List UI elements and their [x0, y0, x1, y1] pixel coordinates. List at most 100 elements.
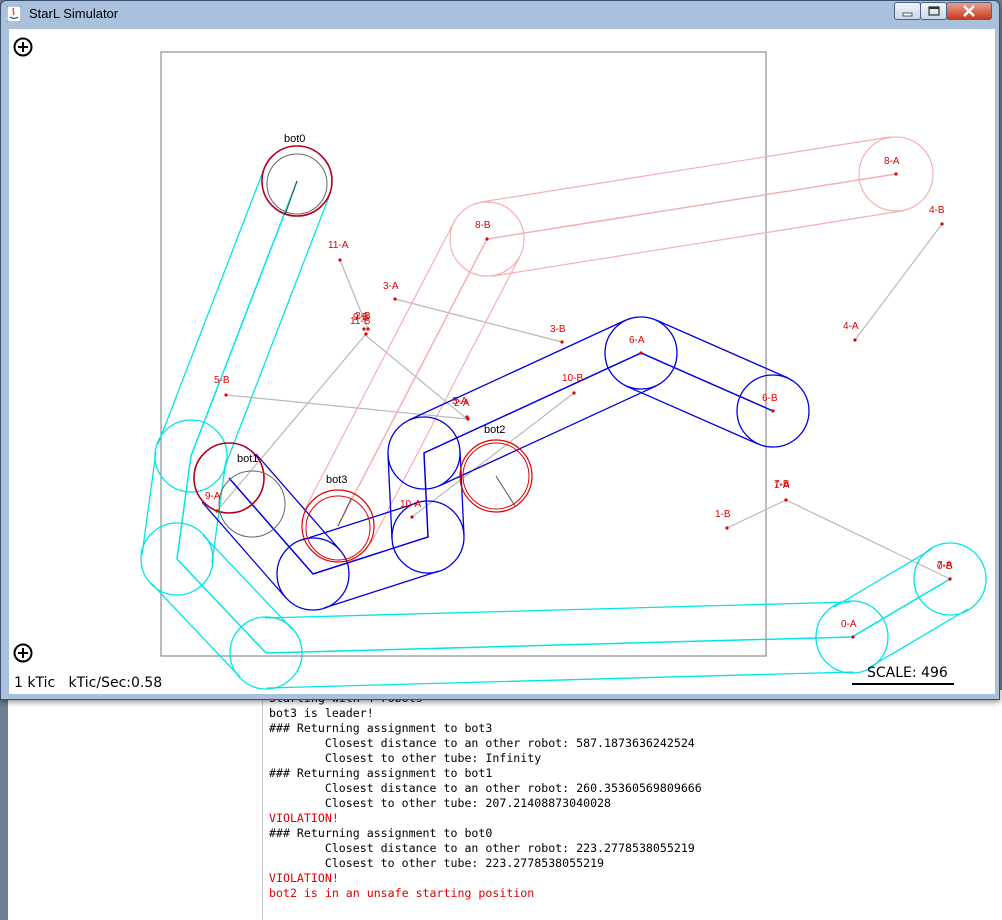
bot3-inner [305, 495, 371, 561]
robot-bot0[interactable]: bot0 [261, 133, 333, 217]
bot0-tube-edge [264, 601, 852, 619]
robot-bot3[interactable]: bot3 [301, 474, 375, 563]
waypoint-7-A-label: 7-A [937, 560, 953, 571]
waypoint-dot [948, 577, 952, 581]
bot1-tube-edge [201, 501, 287, 599]
console-line: ### Returning assignment to bot0 [269, 826, 493, 840]
bot2-heading [495, 475, 516, 507]
bot1-tube-edge [255, 453, 341, 551]
minimize-icon [902, 12, 913, 17]
bot1-tube-edge [625, 385, 759, 445]
bot0-tube-edge [150, 582, 241, 678]
console-line: Closest distance to an other robot: 587.… [269, 736, 695, 750]
console-line: Closest to other tube: Infinity [269, 751, 542, 765]
console-line: bot3 is leader! [269, 706, 374, 720]
waypoint-8-B-label: 8-B [475, 220, 491, 231]
waypoint-dot [771, 409, 775, 413]
bot3-tube-edge [370, 255, 521, 544]
connector-3 [394, 298, 563, 343]
bot0-tube-node [815, 600, 889, 674]
waypoint-dot [366, 327, 370, 331]
maximize-button[interactable] [920, 2, 947, 20]
waypoint-8-A-label: 8-A [884, 156, 900, 167]
console-line: ### Returning assignment to bot3 [269, 721, 493, 735]
zoom-out-button[interactable] [13, 643, 33, 663]
robot-bot2[interactable]: bot2 [459, 424, 533, 513]
console-line-violation: VIOLATION! [269, 811, 339, 825]
bot3-heading [337, 498, 352, 527]
ktic-rate: kTic/Sec:0.58 [68, 675, 163, 691]
connector-11 [339, 259, 369, 330]
scale-bar [852, 683, 954, 685]
waypoint-0-B-label: 0-B [937, 561, 953, 572]
bot0-tube-node [154, 419, 228, 493]
bot0-tube-edge [223, 193, 331, 470]
bot1-tube-node [276, 537, 350, 611]
bot3-label: bot3 [326, 474, 347, 486]
connector-7 [785, 499, 951, 580]
waypoint-3-B-label: 3-B [550, 324, 566, 335]
waypoint-dot [784, 498, 788, 502]
bot0-tube-node [140, 522, 214, 596]
scale-label: SCALE: 496 [867, 665, 948, 681]
simulation-scene: bot0 bot1 bot2 bot3 0-A [140, 51, 987, 690]
simulation-canvas[interactable]: bot0 bot1 bot2 bot3 0-A [9, 29, 995, 694]
waypoint-9-A-label: 9-A [205, 491, 221, 502]
waypoint-4-B-label: 4-B [929, 205, 945, 216]
waypoint-1-B-label: 1-B [715, 509, 731, 520]
waypoint-11-B-label: 11-B [350, 316, 371, 327]
close-button[interactable] [946, 2, 992, 20]
simulator-window: StarL Simulator [0, 0, 1000, 700]
bot1-tube-edge [655, 319, 789, 379]
waypoint-dot [393, 297, 397, 301]
arena-boundary [160, 51, 767, 657]
waypoint-dot [410, 515, 414, 519]
window-title: StarL Simulator [29, 6, 119, 21]
waypoint-dot [338, 258, 342, 262]
bot1-tube-edge [323, 570, 440, 609]
connector-9 [216, 333, 367, 512]
waypoint-dot [725, 526, 729, 530]
connector-4 [854, 223, 943, 341]
bot0-path-tube [140, 168, 987, 690]
console-line-violation: VIOLATION! [269, 871, 339, 885]
connector-10 [411, 392, 575, 518]
waypoint-10-B-label: 10-B [562, 373, 583, 384]
bot0-tube-edge [833, 548, 933, 608]
bot0-tube-node [229, 616, 303, 690]
waypoint-2-A-label: 2-A [454, 398, 470, 409]
connector-1 [726, 499, 787, 529]
waypoint-dot [572, 391, 576, 395]
waypoint-3-A-label: 3-A [383, 281, 399, 292]
console-line: ### Returning assignment to bot1 [269, 766, 493, 780]
bot3-tube-edge [304, 221, 455, 510]
bot3-path-tube [304, 136, 934, 544]
waypoint-dot [485, 237, 489, 241]
waypoint-2-B-label: 2-B [355, 311, 371, 322]
waypoint-0-A-label: 0-A [841, 619, 857, 630]
robot-bot1[interactable]: bot1 [193, 442, 286, 538]
zoom-in-button[interactable] [13, 37, 33, 57]
console-panel [262, 690, 1002, 920]
waypoint-dot [639, 351, 643, 355]
waypoint-dot [560, 340, 564, 344]
bot0-body [261, 145, 333, 217]
waypoint-dot [224, 393, 228, 397]
waypoint-dot [894, 172, 898, 176]
waypoint-10-A-label: 10-A [400, 499, 421, 510]
waypoint-dot [465, 415, 469, 419]
bot1-tube-node [391, 500, 465, 574]
bot3-tube-edge [492, 210, 903, 277]
bot0-tube-edge [869, 608, 969, 668]
waypoint-6-A-label: 6-A [629, 335, 645, 346]
waypoint-dot [940, 222, 944, 226]
bot1-tube-node [387, 416, 461, 490]
close-icon [963, 5, 975, 17]
title-bar[interactable]: StarL Simulator [1, 1, 999, 27]
bot1-tube-node [604, 316, 678, 390]
waypoint-4-A-label: 4-A [843, 321, 859, 332]
waypoint-dot [215, 509, 219, 513]
minimize-button[interactable] [894, 2, 921, 20]
waypoint-connectors [216, 223, 951, 580]
bot3-body [301, 489, 375, 563]
